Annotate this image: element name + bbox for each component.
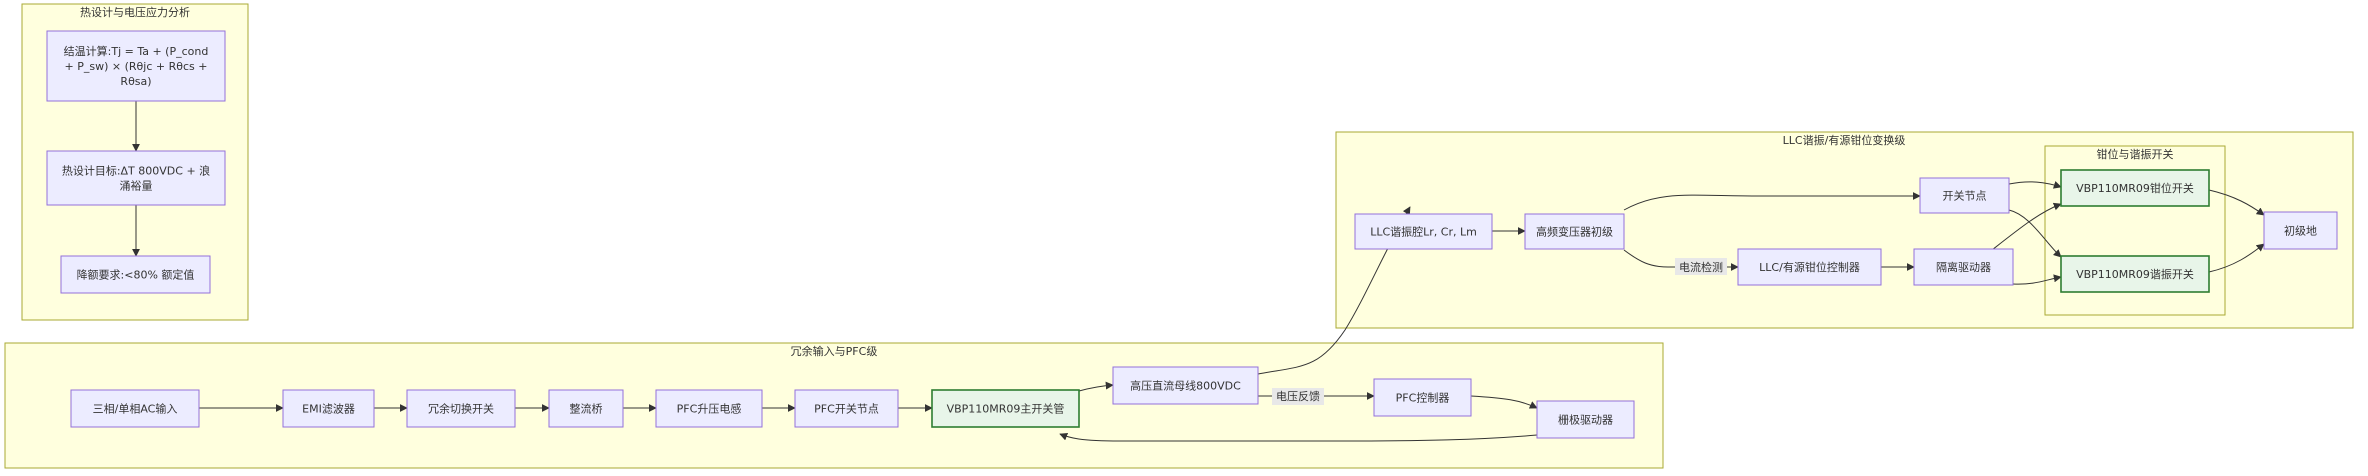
node-box — [46, 150, 226, 206]
edge-pfcctrl-gatedrv — [1470, 395, 1538, 409]
node-res-sw: VBP110MR09谐振开关 — [2060, 255, 2210, 293]
edge-xfmr-llcctrl — [1623, 249, 1739, 271]
node-box — [2060, 255, 2210, 293]
node-box — [1524, 213, 1625, 250]
edge-gatedrv-mainsw — [1059, 432, 1538, 442]
node-ac-in: 三相/单相AC输入 — [70, 389, 200, 428]
node-label-line: 初级地 — [2284, 224, 2317, 238]
node-redund: 冗余切换开关 — [406, 389, 516, 428]
node-derate: 降额要求:<80% 额定值 — [60, 255, 211, 294]
node-label-line: VBP110MR09谐振开关 — [2076, 267, 2194, 281]
node-box — [1913, 248, 2014, 286]
node-emi: EMI滤波器 — [282, 389, 375, 428]
cluster-pfc-title: 冗余输入与PFC级 — [791, 344, 878, 358]
node-box — [1373, 378, 1472, 417]
node-label-line: 隔离驱动器 — [1936, 260, 1991, 274]
node-box — [282, 389, 375, 428]
cluster-thermal-title: 热设计与电压应力分析 — [80, 5, 190, 19]
node-box — [46, 30, 226, 102]
nodes: 结温计算:Tj = Ta + (P_cond + P_sw) × (Rθjc + … — [46, 30, 2338, 439]
edge-clampsw-gnd — [2208, 189, 2265, 216]
edge-xfmr-swnode — [1623, 192, 1921, 211]
node-label-line: + P_sw) × (Rθjc + Rθcs + — [65, 60, 208, 73]
node-label-line: 冗余切换开关 — [428, 402, 494, 416]
node-label-line: 结温计算:Tj = Ta + (P_cond — [64, 44, 209, 58]
edges — [132, 101, 2265, 442]
cluster-llc-title: LLC谐振/有源钳位变换级 — [1783, 133, 1906, 147]
node-box — [655, 389, 763, 428]
node-sw-node: 开关节点 — [1919, 177, 2010, 214]
node-label-line: PFC升压电感 — [677, 403, 742, 416]
node-box — [1354, 213, 1493, 250]
edge-isodrv-ressw — [2012, 274, 2062, 285]
node-pri-gnd: 初级地 — [2263, 211, 2338, 250]
node-label-line: VBP110MR09钳位开关 — [2076, 181, 2194, 195]
node-label-line: 降额要求:<80% 额定值 — [77, 268, 195, 282]
node-box — [70, 389, 200, 428]
node-pfc-ind: PFC升压电感 — [655, 389, 763, 428]
node-box — [1737, 248, 1882, 286]
node-box — [1919, 177, 2010, 214]
node-label-line: VBP110MR09主开关管 — [947, 402, 1065, 416]
node-bus: 高压直流母线800VDC — [1112, 366, 1259, 405]
node-label-line: EMI滤波器 — [302, 403, 355, 416]
edge-label-voltage-fb: 电压反馈 — [1272, 388, 1324, 405]
node-box — [406, 389, 516, 428]
edge-label-current-sense: 电流检测 — [1675, 258, 1727, 275]
node-llc-tank: LLC谐振腔Lr, Cr, Lm — [1354, 213, 1493, 250]
node-label-line: 高频变压器初级 — [1536, 225, 1613, 239]
cluster-clamp-title: 钳位与谐振开关 — [2097, 147, 2174, 161]
node-clamp-sw: VBP110MR09钳位开关 — [2060, 169, 2210, 207]
node-bridge: 整流桥 — [548, 389, 624, 428]
node-label-line: LLC谐振腔Lr, Cr, Lm — [1370, 225, 1477, 239]
node-label-line: 热设计目标:ΔT 800VDC + 浪 — [62, 164, 210, 178]
node-label-line: PFC控制器 — [1396, 391, 1450, 405]
node-box — [1536, 400, 1635, 439]
node-xfmr: 高频变压器初级 — [1524, 213, 1625, 250]
node-label-line: Rθsa) — [120, 75, 151, 88]
node-gate-drv: 栅极驱动器 — [1536, 400, 1635, 439]
edge-isodrv-clampsw — [1991, 202, 2062, 251]
edge-mainsw-bus — [1078, 381, 1114, 392]
node-label-line: 高压直流母线800VDC — [1130, 379, 1241, 393]
node-box — [2060, 169, 2210, 207]
node-box — [60, 255, 211, 294]
edge-swnode-ressw — [2008, 209, 2062, 258]
svg-text:电流检测: 电流检测 — [1679, 260, 1723, 274]
node-box — [1112, 366, 1259, 405]
node-llc-ctrl: LLC/有源钳位控制器 — [1737, 248, 1882, 286]
node-box — [548, 389, 624, 428]
node-pfc-ctrl: PFC控制器 — [1373, 378, 1472, 417]
node-label-line: 开关节点 — [1943, 189, 1987, 203]
node-label-line: 栅极驱动器 — [1558, 413, 1613, 427]
node-pfc-node: PFC开关节点 — [794, 389, 899, 428]
node-label-line: PFC开关节点 — [814, 402, 879, 416]
node-box — [2263, 211, 2338, 250]
svg-text:电压反馈: 电压反馈 — [1276, 390, 1320, 403]
node-tj: 结温计算:Tj = Ta + (P_cond + P_sw) × (Rθjc + … — [46, 30, 226, 102]
node-box — [794, 389, 899, 428]
node-label-line: 整流桥 — [570, 402, 603, 416]
node-main-sw: VBP110MR09主开关管 — [931, 389, 1080, 428]
node-label-line: 三相/单相AC输入 — [93, 402, 178, 416]
edge-ressw-gnd — [2208, 243, 2265, 273]
edge-swnode-clampsw — [2008, 181, 2062, 189]
node-label-line: 涌裕量 — [120, 180, 153, 193]
node-box — [931, 389, 1080, 428]
node-iso-drv: 隔离驱动器 — [1913, 248, 2014, 286]
node-label-line: LLC/有源钳位控制器 — [1759, 260, 1860, 274]
